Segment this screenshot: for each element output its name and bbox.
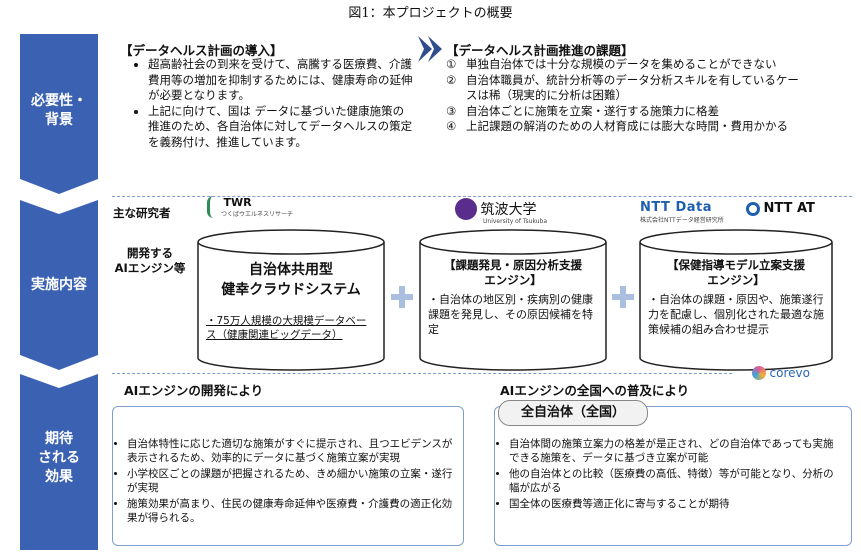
cylinder-analysis-engine: 【課題発見・原因分析支援 エンジン】 ・自治体の地区別・疾病別の健康課題を発見し… — [418, 228, 608, 372]
plus-icon — [612, 286, 634, 308]
twr-logo-text: TWR — [223, 196, 252, 209]
divider — [112, 196, 852, 197]
chevron-background-line2: 背景 — [45, 112, 73, 128]
issue-text: 自治体職員が、統計分析等のデータ分析スキルを有しているケースは稀（現実的に分析は… — [466, 72, 799, 103]
nttdata-logo-sub: 株式会社NTTデータ経営研究所 — [640, 217, 724, 224]
bullet-dot: ・ — [428, 293, 439, 306]
issues-heading: 【データヘルス計画推進の課題】 — [446, 43, 634, 58]
chevron-background-line1: 必要性・ — [31, 93, 87, 109]
issue-item: ① 単独自治体では十分な規模のデータを集めることができない — [446, 57, 806, 73]
issue-number: ④ — [446, 119, 457, 133]
divider — [112, 373, 732, 374]
tsukuba-logo-sub: University of Tsukuba — [483, 218, 548, 225]
issues-list: ① 単独自治体では十分な規模のデータを集めることができない ② 自治体職員が、統計分… — [446, 57, 806, 135]
effects-right-heading: AIエンジンの全国への普及により — [500, 383, 690, 398]
twr-logo: TWR つくばウエルネスリサーチ — [207, 196, 293, 218]
issue-item: ③ 自治体ごとに施策を立案・遂行する施策力に格差 — [446, 104, 806, 120]
analysis-engine-title-line1: 【課題発見・原因分析支援 — [444, 258, 582, 272]
cloud-system-bullet: ・75万人規模の大規模データベース（健康関連ビッグデータ） — [206, 314, 376, 342]
cylinder-guidance-engine: 【保健指導モデル立案支援 エンジン】 ・自治体の課題・原因や、施策遂行力を配慮し… — [638, 228, 834, 372]
corevo-logo-text: corevo — [769, 366, 810, 380]
issue-text: 自治体ごとに施策を立案・遂行する施策力に格差 — [466, 103, 719, 118]
effects-right-item: 他の自治体との比較（医療費の高低、特徴）等が可能となり、分析の幅が広がる — [509, 467, 843, 495]
chevron-effects-line1: 期待 — [45, 431, 73, 447]
issue-item: ④ 上記課題の解消のための人材育成には膨大な時間・費用かかる — [446, 119, 806, 135]
chevron-effects-line2: される — [38, 450, 80, 466]
issue-number: ① — [446, 57, 457, 71]
effects-left-item: 小学校区ごとの課題が把握されるため、きめ細かい施策の立案・遂行が実現 — [127, 467, 455, 495]
bullet-dot: ・ — [648, 293, 659, 306]
nttdata-logo-text: NTT Data — [640, 200, 712, 215]
cylinder-cloud-system: 自治体共用型 健幸クラウドシステム ・75万人規模の大規模データベース（健康関連… — [196, 228, 386, 372]
chevron-effects: 期待 される 効果 — [20, 374, 106, 550]
right-arrow-icon — [418, 36, 444, 66]
intro-item: 超高齢社会の到来を受けて、高騰する医療費、介護費用等の増加を抑制するためには、健… — [148, 57, 414, 104]
nttat-logo: NTT AT — [746, 201, 815, 216]
chevron-background: 必要性・ 背景 — [20, 34, 106, 194]
tsukuba-emblem-icon — [455, 198, 477, 220]
figure-title: 図1：本プロジェクトの概要 — [348, 6, 513, 21]
intro-heading: 【データヘルス計画の導入】 — [120, 43, 283, 58]
effects-left-item: 施策効果が高まり、住民の健康寿命延伸や医療費・介護費の適正化効果が得られる。 — [127, 497, 455, 525]
issue-text: 上記課題の解消のための人材育成には膨大な時間・費用かかる — [466, 119, 788, 133]
nttat-logo-text: NTT AT — [763, 201, 815, 216]
guidance-engine-title-line2: エンジン】 — [707, 273, 765, 287]
effects-right-subheading: 全自治体（全国） — [498, 400, 648, 426]
guidance-engine-bullet-text: 自治体の課題・原因や、施策遂行力を配慮し、個別化された最適な施策候補の組み合わせ… — [648, 293, 824, 336]
analysis-engine-bullet-text: 自治体の地区別・疾病別の健康課題を発見し、その原因候補を特定 — [428, 293, 593, 336]
researchers-label: 主な研究者 — [113, 206, 171, 220]
issue-text: 単独自治体では十分な規模のデータを集めることができない — [466, 57, 777, 71]
nttdata-logo: NTT Data 株式会社NTTデータ経営研究所 — [640, 200, 724, 224]
tsukuba-logo-text: 筑波大学 — [480, 202, 537, 218]
intro-item: 上記に向けて、国は データに基づいた健康施策の推進のため、各自治体に対してデータ… — [148, 104, 414, 151]
issue-item: ② 自治体職員が、統計分析等のデータ分析スキルを有しているケースは稀（現実的に分析… — [446, 73, 806, 104]
dev-engine-label-line1: 開発する — [127, 246, 173, 260]
corevo-emblem-icon — [752, 366, 766, 380]
tsukuba-logo: 筑波大学 University of Tsukuba — [455, 198, 547, 225]
chevron-implementation-label: 実施内容 — [31, 277, 87, 293]
effects-right-item: 自治体間の施策立案力の格差が是正され、どの自治体であっても実施できる施策を、デー… — [509, 437, 843, 465]
effects-left-heading: AIエンジンの開発により — [124, 383, 264, 398]
intro-list: 超高齢社会の到来を受けて、高騰する医療費、介護費用等の増加を抑制するためには、健… — [132, 57, 414, 150]
effects-left-box: 自治体特性に応じた適切な施策がすぐに提示され、且つエビデンスが表示されるため、効… — [112, 406, 464, 546]
nttat-ring-icon — [746, 201, 760, 216]
analysis-engine-title-line2: エンジン】 — [484, 273, 542, 287]
twr-logo-sub: つくばウエルネスリサーチ — [221, 211, 294, 218]
issue-number: ③ — [446, 103, 457, 118]
twr-leaf-icon — [207, 196, 220, 218]
effects-right-box: 自治体間の施策立案力の格差が是正され、どの自治体であっても実施できる施策を、デー… — [494, 406, 852, 546]
guidance-engine-title-line1: 【保健指導モデル立案支援 — [667, 258, 805, 272]
corevo-logo: corevo — [752, 366, 810, 380]
chevron-effects-line3: 効果 — [45, 469, 73, 485]
analysis-engine-bullet: ・自治体の地区別・疾病別の健康課題を発見し、その原因候補を特定 — [428, 292, 600, 337]
plus-icon — [391, 286, 413, 308]
guidance-engine-bullet: ・自治体の課題・原因や、施策遂行力を配慮し、個別化された最適な施策候補の組み合わ… — [648, 292, 824, 337]
dev-engine-label-line2: AIエンジン等 — [114, 261, 186, 275]
bullet-dot: ・ — [206, 315, 217, 327]
cloud-system-title-line2: 健幸クラウドシステム — [221, 282, 361, 298]
issue-number: ② — [446, 72, 457, 87]
effects-right-item: 国全体の医療費等適正化に寄与することが期待 — [509, 497, 843, 511]
chevron-implementation: 実施内容 — [20, 200, 106, 370]
cloud-system-bullet-text: 75万人規模の大規模データベース（健康関連ビッグデータ） — [206, 315, 367, 341]
cloud-system-title-line1: 自治体共用型 — [249, 262, 333, 278]
dev-engine-label: 開発する AIエンジン等 — [108, 246, 192, 276]
effects-left-item: 自治体特性に応じた適切な施策がすぐに提示され、且つエビデンスが表示されるため、効… — [127, 437, 455, 465]
